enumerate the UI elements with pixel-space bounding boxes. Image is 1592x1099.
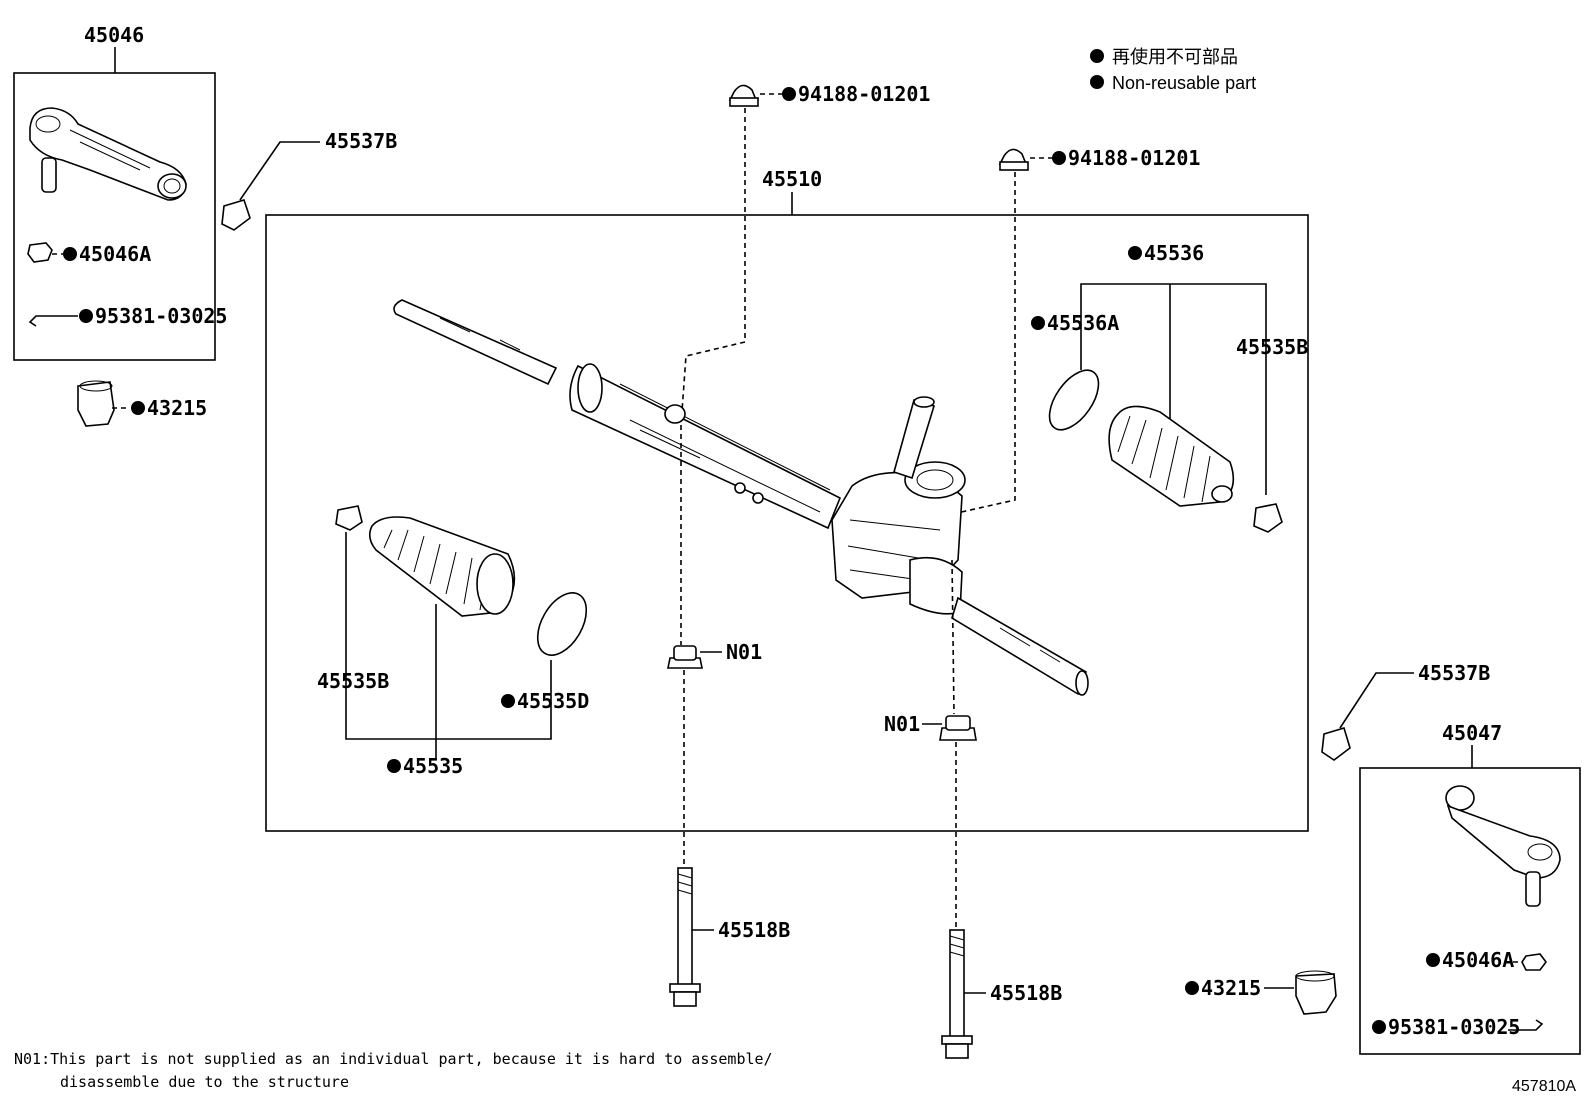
part-label-43215-right: 43215 <box>1201 976 1261 1000</box>
part-label-45536A: 45536A <box>1047 311 1119 335</box>
part-label-45518B-b: 45518B <box>990 981 1062 1005</box>
legend: 再使用不可部品 Non-reusable part <box>1090 47 1256 93</box>
part-label-45046: 45046 <box>84 23 144 47</box>
castle-nut-icon <box>1521 953 1547 971</box>
tie-rod-end-box-right <box>1359 767 1581 1055</box>
part-label-45536: 45536 <box>1144 241 1204 265</box>
part-label-94188-b: 94188-01201 <box>1068 146 1200 170</box>
note-line-2: disassemble due to the structure <box>60 1073 349 1091</box>
dust-cover-icon <box>77 381 115 427</box>
bushing-left-group: 45537B <box>221 129 397 231</box>
diagram-id: 457810A <box>1512 1078 1576 1095</box>
bushing-right-group: 45537B <box>1321 661 1490 761</box>
legend-jp: 再使用不可部品 <box>1112 47 1238 67</box>
band-icon <box>1048 369 1100 431</box>
nut-94188-b-group: 94188-01201 <box>951 146 1200 561</box>
n01-a-group: N01 <box>667 425 762 865</box>
bolt-b-group: 45518B <box>941 929 1062 1059</box>
part-label-95381-left: 95381-03025 <box>95 304 227 328</box>
part-label-94188-a: 94188-01201 <box>798 82 930 106</box>
footnote: N01:This part is not supplied as an indi… <box>14 1050 773 1091</box>
dust-cover-icon <box>1295 973 1337 1015</box>
band-icon <box>536 592 588 656</box>
part-label-45535D: 45535D <box>517 689 589 713</box>
boot-icon <box>1108 405 1235 507</box>
part-label-45510: 45510 <box>762 167 822 191</box>
steering-gear-box <box>265 214 1309 832</box>
boot-left-group: 45535B 45535D 45535 <box>317 505 589 778</box>
dust-cover-right-group: 43215 <box>1185 970 1337 1015</box>
steering-gear-assembly-group: 45510 <box>265 167 1309 832</box>
part-label-95381-right: 95381-03025 <box>1388 1015 1520 1039</box>
part-label-45518B-a: 45518B <box>718 918 790 942</box>
nut-94188-a-group: 94188-01201 <box>680 82 930 426</box>
tie-rod-end-left-icon <box>29 107 187 201</box>
boot-right-group: 45536 45536A 45535B <box>1031 241 1308 533</box>
non-reusable-dot-icon <box>1090 49 1104 63</box>
nut-icon <box>945 715 971 731</box>
castle-nut-icon <box>27 242 53 263</box>
part-label-45535B-right: 45535B <box>1236 335 1308 359</box>
tie-rod-end-right-icon <box>1445 785 1561 907</box>
dust-cover-left-group: 43215 <box>77 380 207 427</box>
part-label-45047: 45047 <box>1442 721 1502 745</box>
legend-en: Non-reusable part <box>1112 73 1256 93</box>
non-reusable-dot-icon <box>1090 75 1104 89</box>
note-line-1: N01:This part is not supplied as an indi… <box>14 1050 773 1068</box>
part-label-45535B-left: 45535B <box>317 669 389 693</box>
part-label-43215-left: 43215 <box>147 396 207 420</box>
cotter-pin-icon <box>1508 1019 1544 1031</box>
bolt-a-group: 45518B <box>669 867 790 1007</box>
part-label-n01-b: N01 <box>884 712 920 736</box>
n01-b-group: N01 <box>884 559 977 930</box>
part-label-45535: 45535 <box>403 754 463 778</box>
tie-rod-end-box <box>13 72 216 361</box>
rack-and-pinion-icon <box>393 299 1089 696</box>
part-label-45537B-left: 45537B <box>325 129 397 153</box>
cotter-pin-icon <box>28 315 78 327</box>
part-label-45046A-left: 45046A <box>79 242 151 266</box>
part-label-45046A-right: 45046A <box>1442 948 1514 972</box>
tie-rod-end-left-group: 45046 45046A 95381-03025 <box>13 23 227 361</box>
part-label-n01-a: N01 <box>726 640 762 664</box>
bushing-icon <box>221 199 251 231</box>
nut-icon <box>673 645 697 661</box>
bushing-icon <box>1321 727 1351 761</box>
part-label-45537B-right: 45537B <box>1418 661 1490 685</box>
bolt-icon <box>677 867 693 989</box>
clamp-icon <box>335 505 363 531</box>
tie-rod-end-right-group: 45047 45046A 95381-03025 <box>1359 721 1581 1055</box>
clamp-icon <box>1253 503 1283 533</box>
